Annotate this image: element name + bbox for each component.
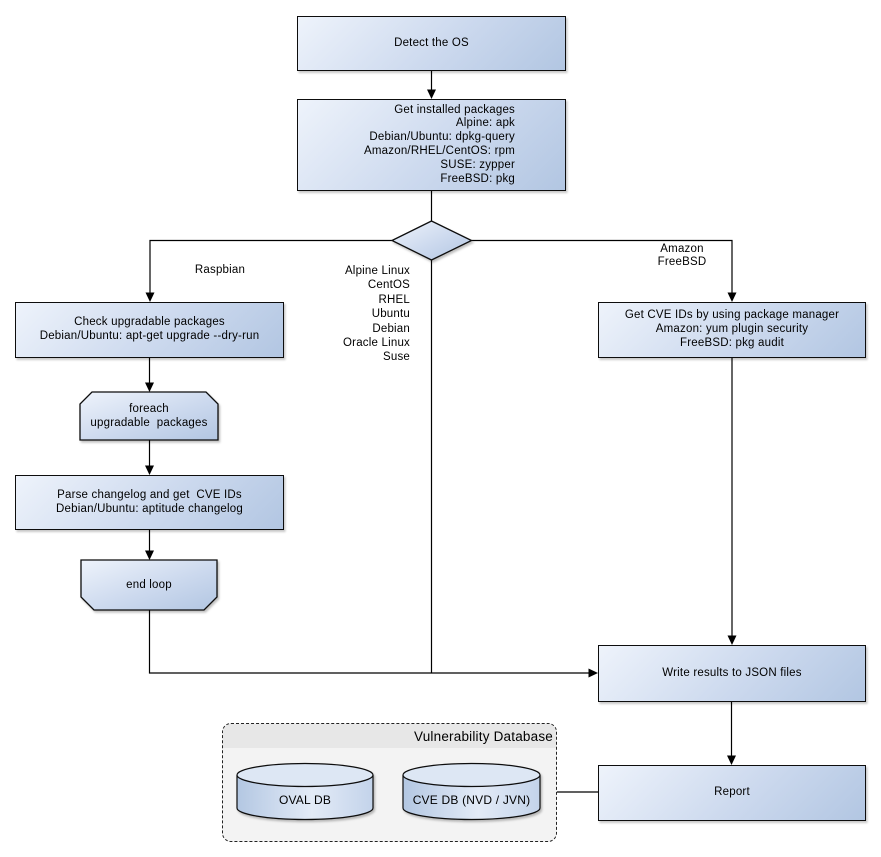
cylinder-label: CVE DB (NVD / JVN) xyxy=(412,793,531,807)
node-label: Report xyxy=(714,786,750,799)
cylinder-label: OVAL DB xyxy=(278,793,332,807)
arrowhead-down-icon xyxy=(727,292,737,302)
node-label: end loop xyxy=(126,579,172,591)
node-get-installed-packages: Get installed packages Alpine: apk Debia… xyxy=(297,99,566,191)
oval-db-label: OVAL DB xyxy=(237,764,373,828)
edge-label-text: Amazon xyxy=(660,243,704,255)
node-write-results-json: Write results to JSON files xyxy=(598,645,866,702)
node-label: FreeBSD: pkg xyxy=(440,172,515,185)
node-detect-os: Detect the OS xyxy=(297,16,566,71)
arrowhead-down-icon xyxy=(145,465,154,475)
edge-label-amazon-freebsd: Amazon FreeBSD xyxy=(632,243,732,269)
edge-label-text: FreeBSD xyxy=(657,256,707,268)
arrowhead-right-icon xyxy=(588,668,598,678)
node-parse-changelog: Parse changelog and get CVE IDs Debian/U… xyxy=(15,475,284,530)
node-label: FreeBSD: pkg audit xyxy=(680,336,784,349)
edge-label-text: CentOS xyxy=(367,279,410,292)
edge-label-text: Debian xyxy=(372,322,410,335)
node-label: Debian/Ubuntu: aptitude changelog xyxy=(56,502,243,515)
vulnerability-database-header: Vulnerability Database xyxy=(223,724,556,748)
node-label: Check upgradable packages xyxy=(74,316,225,329)
node-report: Report xyxy=(598,765,866,821)
node-label: Amazon: yum plugin security xyxy=(655,323,809,336)
arrowhead-down-icon xyxy=(145,382,154,392)
edge-label-text: Suse xyxy=(382,351,410,364)
arrowhead-down-icon xyxy=(427,89,436,99)
node-label: Write results to JSON files xyxy=(662,666,802,679)
edge-label-os-list: Alpine Linux CentOS RHEL Ubuntu Debian O… xyxy=(290,264,410,365)
edge-label-text: Raspbian xyxy=(194,264,246,276)
edge-endloop-to-write xyxy=(148,610,589,674)
arrowhead-down-icon xyxy=(145,292,155,302)
node-label: Detect the OS xyxy=(394,36,469,49)
edge-label-text: Oracle Linux xyxy=(343,337,410,350)
node-label: Parse changelog and get CVE IDs xyxy=(57,488,242,501)
node-label: SUSE: zypper xyxy=(440,158,515,171)
arrowhead-down-icon xyxy=(727,635,737,645)
foreach-loop-label: foreach upgradable packages xyxy=(80,392,218,440)
vulnerability-database-title: Vulnerability Database xyxy=(414,728,553,744)
edge-label-raspbian: Raspbian xyxy=(160,264,280,277)
cve-db-label: CVE DB (NVD / JVN) xyxy=(403,764,540,828)
node-label: Get installed packages xyxy=(394,103,515,116)
node-check-upgradable-packages: Check upgradable packages Debian/Ubuntu:… xyxy=(15,302,284,358)
node-label: Debian/Ubuntu: dpkg-query xyxy=(369,131,515,144)
end-loop-label: end loop xyxy=(81,560,217,610)
edge-label-text: Alpine Linux xyxy=(344,265,410,277)
edge-label-text: RHEL xyxy=(378,293,410,306)
decision-diamond xyxy=(390,220,473,261)
node-get-cve-ids: Get CVE IDs by using package manager Ama… xyxy=(598,302,866,358)
node-label: Alpine: apk xyxy=(455,117,515,130)
node-label: upgradable packages xyxy=(90,417,208,429)
node-label: foreach xyxy=(129,403,169,415)
node-label: Debian/Ubuntu: apt-get upgrade --dry-run xyxy=(39,330,260,342)
node-label: Amazon/RHEL/CentOS: rpm xyxy=(364,145,515,157)
edge-label-text: Ubuntu xyxy=(371,308,410,321)
arrowhead-down-icon xyxy=(727,755,736,765)
arrowhead-down-icon xyxy=(145,550,154,560)
node-label: Get CVE IDs by using package manager xyxy=(624,309,840,322)
